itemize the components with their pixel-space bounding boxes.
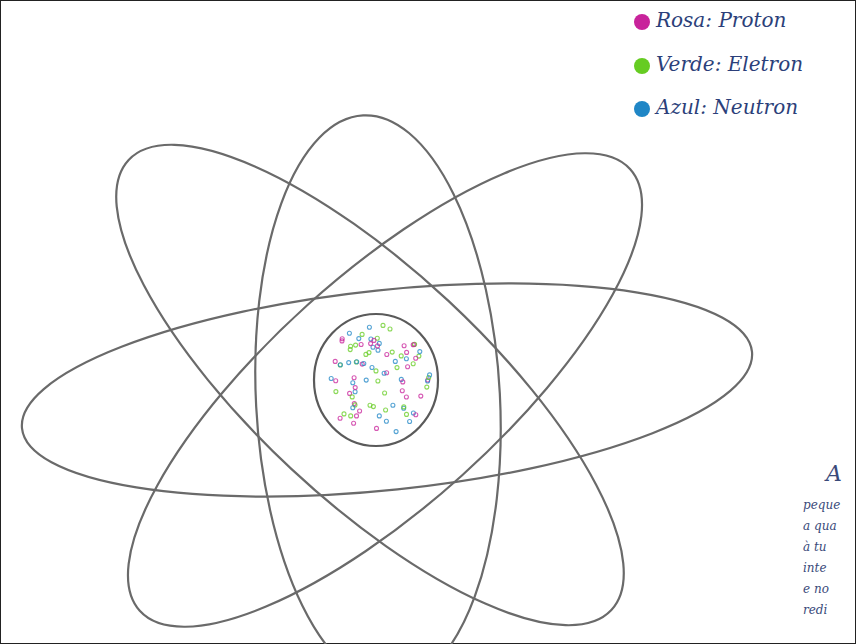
- particle: [390, 350, 394, 354]
- note-fragment: e no: [803, 581, 829, 597]
- particle: [352, 421, 356, 425]
- legend-swatch: [634, 101, 650, 117]
- particle: [404, 357, 408, 361]
- particle: [376, 348, 380, 352]
- particle: [360, 332, 364, 336]
- particle: [347, 331, 351, 335]
- particle: [402, 344, 406, 348]
- particle: [371, 405, 375, 409]
- particle: [359, 343, 363, 347]
- particle: [333, 359, 337, 363]
- legend-text: Verde: Eletron: [656, 52, 803, 76]
- particle: [393, 359, 397, 363]
- legend-swatch: [634, 14, 650, 30]
- legend-text: Rosa: Proton: [656, 8, 786, 32]
- legend-text: Azul: Neutron: [656, 95, 798, 119]
- particle: [401, 380, 405, 384]
- particle: [405, 350, 409, 354]
- particle: [334, 390, 338, 394]
- particle: [364, 378, 368, 382]
- particle: [334, 379, 338, 383]
- particle: [394, 430, 398, 434]
- particle: [354, 343, 358, 347]
- particle: [383, 391, 387, 395]
- particle: [385, 353, 389, 357]
- particle: [400, 389, 404, 393]
- particle: [372, 338, 376, 342]
- particle: [376, 344, 380, 348]
- particle: [338, 363, 342, 367]
- particle: [382, 371, 386, 375]
- note-fragment: A: [826, 462, 842, 486]
- particle: [412, 343, 416, 347]
- particle: [399, 354, 403, 358]
- particle: [375, 426, 379, 430]
- particle: [358, 409, 362, 413]
- note-fragment: à tu: [803, 539, 827, 555]
- nucleus-particles: [329, 323, 431, 433]
- particle: [351, 381, 355, 385]
- note-fragment: peque: [803, 497, 840, 513]
- particle: [357, 337, 361, 341]
- particle: [405, 412, 409, 416]
- orbit: [12, 252, 763, 528]
- particle: [367, 325, 371, 329]
- particle: [377, 414, 381, 418]
- nucleus: [314, 314, 438, 446]
- particle: [374, 369, 378, 373]
- particle: [408, 420, 412, 424]
- particle: [352, 376, 356, 380]
- particle: [395, 366, 399, 370]
- particle: [391, 403, 395, 407]
- particle: [347, 361, 351, 365]
- note-fragment: a qua: [803, 518, 837, 534]
- particle: [353, 386, 357, 390]
- particle: [342, 412, 346, 416]
- particle: [411, 343, 415, 347]
- particle: [355, 414, 359, 418]
- particle: [414, 356, 418, 360]
- particle: [370, 366, 374, 370]
- particle: [411, 362, 415, 366]
- orbit: [63, 84, 707, 644]
- orbit: [241, 109, 514, 644]
- particle: [381, 323, 385, 327]
- particle: [353, 390, 357, 394]
- particle: [419, 394, 423, 398]
- particle: [354, 360, 358, 364]
- particle: [355, 360, 359, 364]
- particle: [369, 342, 373, 346]
- orbit: [50, 76, 690, 644]
- note-fragment: inte: [803, 560, 827, 576]
- particle: [425, 385, 429, 389]
- note-fragment: redi: [803, 602, 827, 618]
- particle: [338, 416, 342, 420]
- particle: [402, 405, 406, 409]
- legend-swatch: [634, 58, 650, 74]
- particle: [350, 395, 354, 399]
- particle: [364, 352, 368, 356]
- particle: [388, 327, 392, 331]
- particle: [404, 395, 408, 399]
- particle: [351, 406, 355, 410]
- particle: [418, 350, 422, 354]
- particle: [376, 379, 380, 383]
- particle: [428, 373, 432, 377]
- particle: [338, 363, 342, 367]
- particle: [384, 419, 388, 423]
- particle: [384, 408, 388, 412]
- particle: [340, 339, 344, 343]
- particle: [348, 348, 352, 352]
- particle: [414, 413, 418, 417]
- particle: [349, 414, 353, 418]
- particle: [329, 377, 333, 381]
- particle: [362, 362, 366, 366]
- particle: [406, 365, 410, 369]
